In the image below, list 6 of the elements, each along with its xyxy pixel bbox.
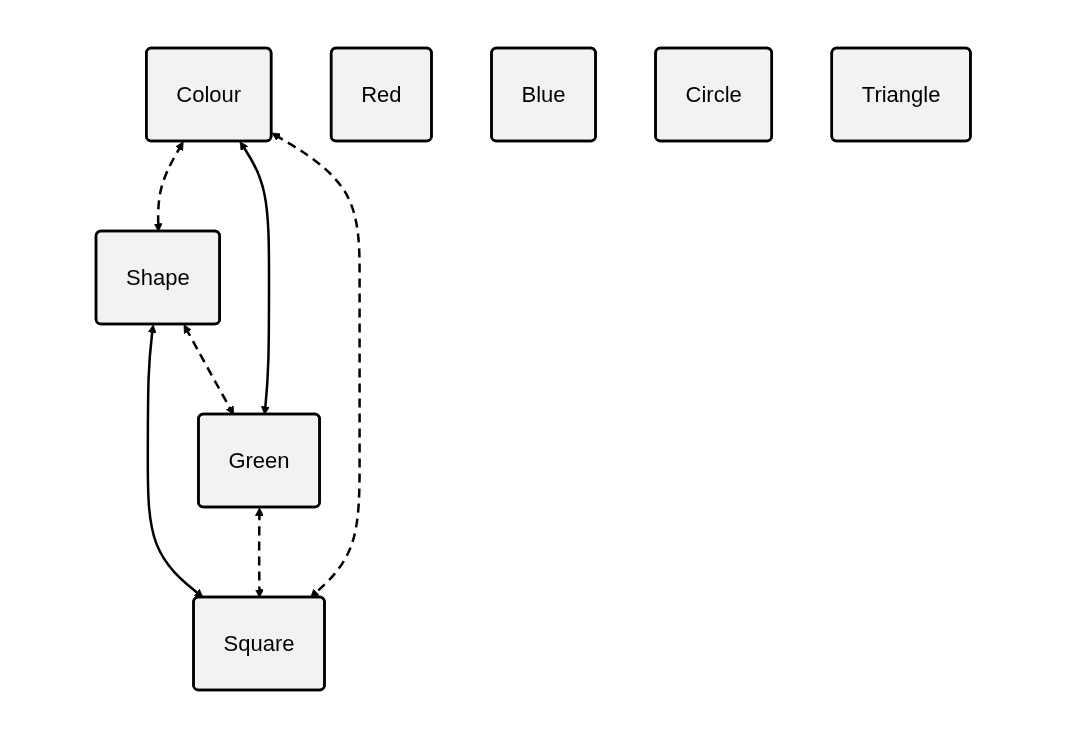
arrow [239,141,271,415]
arrow [271,132,362,598]
arrow [154,141,184,232]
arrow [183,324,235,415]
arrow [255,507,265,598]
arrow [146,324,204,598]
